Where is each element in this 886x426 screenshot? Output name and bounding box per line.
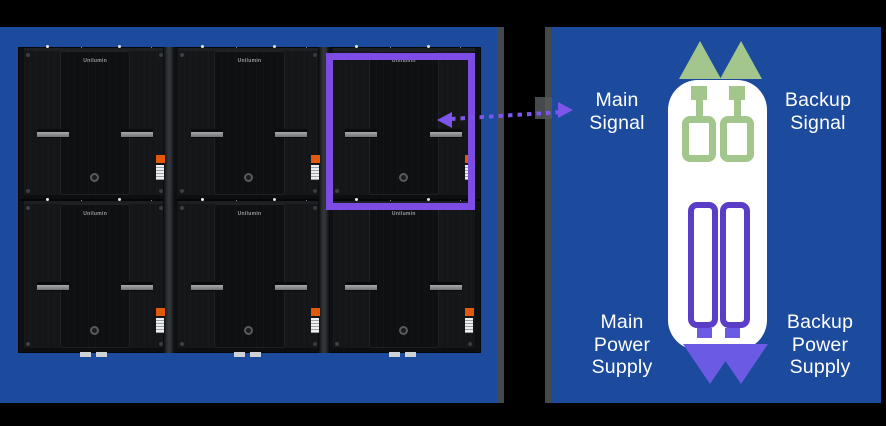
cabinet-handle-icon <box>429 281 462 291</box>
cabinet-brand-label: Unilumin <box>391 58 416 65</box>
led-cabinet-rear-highlighted: Unilumin <box>326 45 481 200</box>
signal-plug <box>691 86 707 100</box>
main-signal-arrow-up-icon <box>679 41 721 79</box>
led-cabinet-rear: Unilumin <box>172 45 327 200</box>
cabinet-handle-icon <box>36 281 69 291</box>
main-signal-label: Main Signal <box>561 89 673 134</box>
connection-diagram-panel: Main Signal Backup Signal Main Power Sup… <box>545 27 881 403</box>
cabinet-knob <box>244 172 254 182</box>
cabinet-knob <box>398 325 408 335</box>
label-line: Signal <box>790 111 846 134</box>
label-line: Signal <box>589 111 645 134</box>
cabinet-handle-icon <box>121 128 154 138</box>
cabinet-sticker <box>156 165 165 181</box>
label-line: Supply <box>789 356 851 378</box>
signal-stem <box>734 100 741 118</box>
cabinet-knob <box>244 325 254 335</box>
cabinet-sticker <box>310 318 319 334</box>
label-line: Backup <box>784 89 852 111</box>
seam-shadow <box>535 97 552 119</box>
cabinet-brand-label: Unilumin <box>237 211 262 218</box>
label-line: Main <box>600 311 644 333</box>
cabinet-knob <box>90 325 100 335</box>
cabinet-handle-icon <box>345 128 378 138</box>
led-cabinet-rear: Unilumin <box>18 45 173 200</box>
label-line: Power <box>593 333 651 356</box>
cabinet-brand-label: Unilumin <box>237 58 262 65</box>
cabinet-center-plate: Unilumin <box>60 51 131 196</box>
led-cabinet-rear: Unilumin <box>172 198 327 357</box>
cabinet-handle-icon <box>190 281 223 291</box>
cabinet-center-plate: Unilumin <box>368 51 439 196</box>
backup-power-arrow-down-icon <box>714 344 768 384</box>
backup-power-connector-icon <box>720 202 750 328</box>
cabinet-feet <box>234 352 246 357</box>
cabinet-handle-icon <box>36 128 69 138</box>
signal-stem <box>696 100 703 118</box>
power-switch-orange <box>156 155 166 164</box>
cabinet-sticker <box>310 165 319 181</box>
cabinet-grid: Unilumin Unilumin <box>18 45 481 357</box>
power-switch-orange <box>310 155 320 164</box>
label-line: Supply <box>591 356 653 378</box>
highlight-rectangle <box>326 53 475 210</box>
backup-power-supply-label: Backup Power Supply <box>764 311 876 379</box>
main-signal-connector-icon <box>682 86 716 162</box>
signal-port <box>720 116 754 162</box>
cabinet-feet <box>79 352 91 357</box>
signal-plug <box>729 86 745 100</box>
power-switch-orange <box>464 308 474 317</box>
cabinet-sticker <box>156 318 165 334</box>
power-pin <box>697 328 712 338</box>
cabinet-feet <box>388 352 400 357</box>
label-line: Power <box>791 333 849 356</box>
main-power-connector-icon <box>688 202 718 328</box>
cabinet-handle-icon <box>190 128 223 138</box>
cabinet-brand-label: Unilumin <box>83 211 108 218</box>
cabinet-handle-icon <box>345 281 378 291</box>
led-cabinet-rear: Unilumin <box>326 198 481 357</box>
label-line: Backup <box>786 311 854 333</box>
cabinet-photo-panel: Unilumin Unilumin <box>0 27 504 403</box>
cabinet-handle-icon <box>429 128 462 138</box>
cabinet-handle-icon <box>275 281 308 291</box>
label-line: Main <box>595 89 639 111</box>
signal-port <box>682 116 716 162</box>
backup-signal-connector-icon <box>720 86 754 162</box>
cabinet-handle-icon <box>121 281 154 291</box>
power-switch-orange <box>310 308 320 317</box>
power-pin <box>725 328 740 338</box>
cabinet-center-plate: Unilumin <box>214 51 285 196</box>
cabinet-handle-icon <box>275 128 308 138</box>
cabinet-center-plate: Unilumin <box>368 204 439 349</box>
arrowhead-right-icon <box>558 102 573 118</box>
led-cabinet-rear: Unilumin <box>18 198 173 357</box>
backup-signal-label: Backup Signal <box>762 89 874 134</box>
cabinet-knob <box>398 172 408 182</box>
cabinet-brand-label: Unilumin <box>391 211 416 218</box>
cabinet-center-plate: Unilumin <box>60 204 131 349</box>
power-switch-orange <box>156 308 166 317</box>
cabinet-knob <box>90 172 100 182</box>
cabinet-brand-label: Unilumin <box>83 58 108 65</box>
backup-signal-arrow-up-icon <box>720 41 762 79</box>
mounting-bar <box>163 47 176 353</box>
main-power-supply-label: Main Power Supply <box>566 311 678 379</box>
cabinet-center-plate: Unilumin <box>214 204 285 349</box>
cabinet-sticker <box>464 318 473 334</box>
arrowhead-left-icon <box>437 112 452 128</box>
